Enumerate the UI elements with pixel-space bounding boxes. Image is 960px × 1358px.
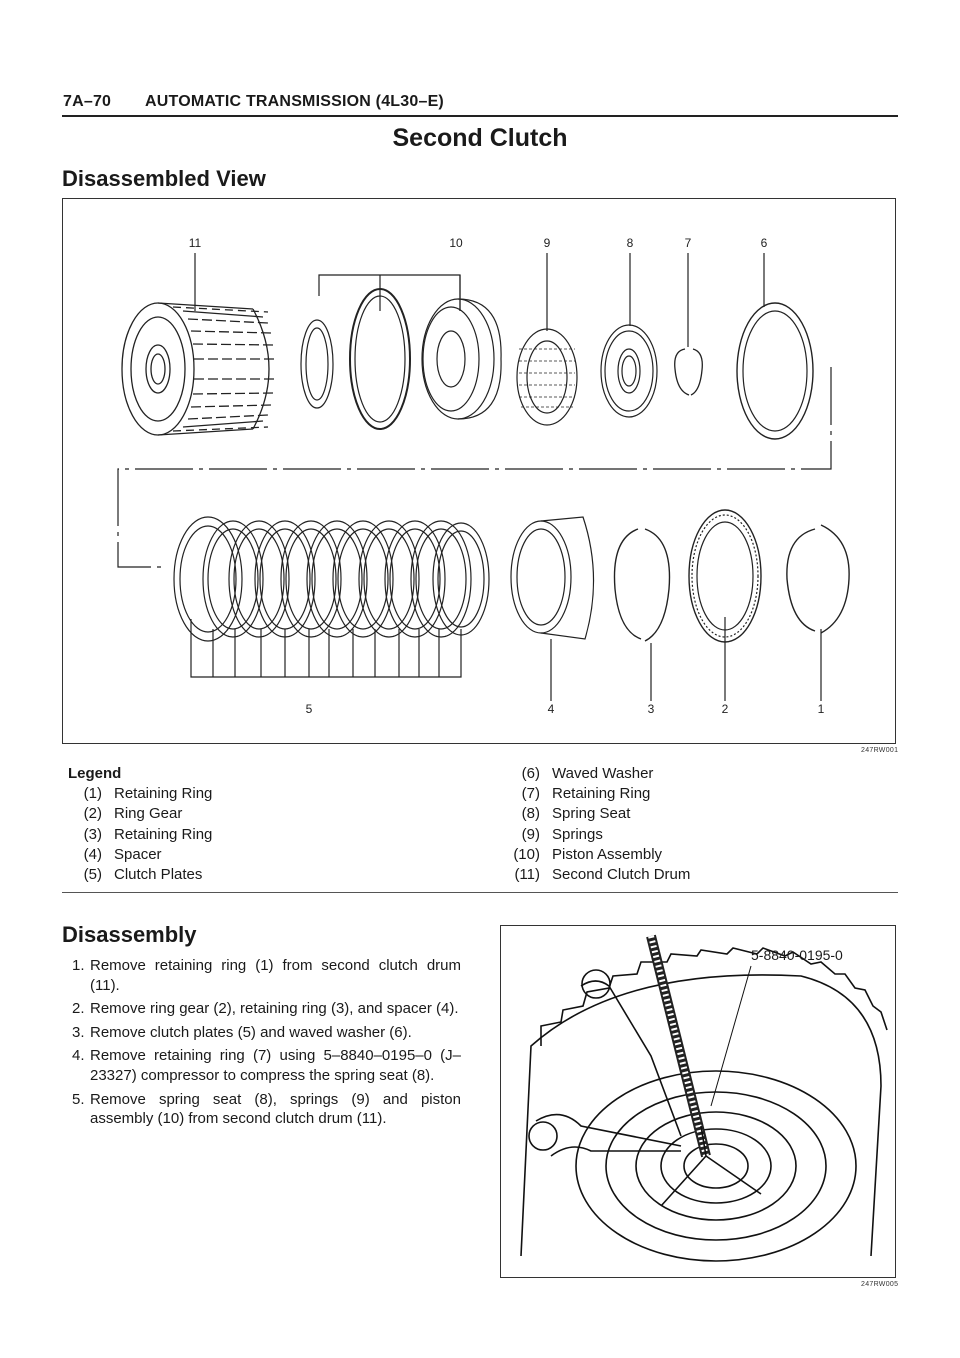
callout-10: 10	[449, 236, 463, 250]
callout-3: 3	[648, 702, 655, 716]
step-item: 3.Remove clutch plates (5) and waved was…	[72, 1023, 412, 1041]
legend-item: (10)Piston Assembly	[513, 845, 663, 863]
figure-code: 247RW001	[861, 747, 899, 754]
legend-right: (6)Waved Washer (7)Retaining Ring (8)Spr…	[498, 764, 690, 885]
callout-1: 1	[818, 702, 825, 716]
legend-item: (4)Spacer	[83, 845, 162, 863]
compressor-tool-figure: 5-8840-0195-0	[500, 925, 896, 1278]
page-title: Second Clutch	[392, 124, 568, 152]
disassembly-heading: Disassembly	[62, 922, 197, 947]
legend-item: (1)Retaining Ring	[83, 785, 213, 803]
legend-item: (7)Retaining Ring	[521, 785, 651, 803]
callout-2: 2	[722, 702, 729, 716]
legend-item: (3)Retaining Ring	[83, 825, 213, 843]
legend-rule	[62, 892, 898, 893]
step-item: 1.Remove retaining ring (1) from second …	[72, 957, 461, 994]
callout-4: 4	[548, 702, 555, 716]
legend-item: (9)Springs	[521, 825, 603, 843]
legend-left: Legend (1)Retaining Ring (2)Ring Gear (3…	[68, 764, 212, 885]
step-item: 5.Remove spring seat (8), springs (9) an…	[72, 1090, 461, 1128]
disassembly-steps: 1.Remove retaining ring (1) from second …	[72, 956, 461, 1133]
page-header: 7A–70 AUTOMATIC TRANSMISSION (4L30–E)	[63, 93, 444, 111]
exploded-view-figure: 11 10 9 8 7 6 5 4 3 2 1	[62, 198, 896, 744]
step-item: 2.Remove ring gear (2), retaining ring (…	[72, 1000, 459, 1018]
tool-part-number: 5-8840-0195-0	[751, 947, 843, 963]
photo-figure-code: 247RW005	[861, 1281, 899, 1288]
step-item: 4.Remove retaining ring (7) using 5–8840…	[72, 1047, 461, 1084]
legend-item: (2)Ring Gear	[83, 805, 183, 823]
callout-9: 9	[544, 236, 551, 250]
disassembled-view-heading: Disassembled View	[62, 166, 266, 191]
legend-item: (8)Spring Seat	[521, 805, 631, 823]
callout-8: 8	[627, 236, 634, 250]
callout-11: 11	[189, 236, 202, 250]
exploded-view-illustration: 11 10 9 8 7 6 5 4 3 2 1	[117, 236, 850, 716]
legend-item: (5)Clutch Plates	[83, 866, 203, 884]
callout-7: 7	[685, 236, 692, 250]
header-rule	[62, 115, 898, 117]
section-title: AUTOMATIC TRANSMISSION (4L30–E)	[145, 93, 444, 110]
callout-6: 6	[761, 236, 768, 250]
compressor-illustration	[520, 934, 888, 1262]
legend-item: (11)Second Clutch Drum	[514, 866, 691, 884]
callout-5: 5	[306, 702, 313, 716]
legend-item: (6)Waved Washer	[521, 765, 654, 782]
page-number: 7A–70	[63, 93, 112, 110]
legend-heading: Legend	[68, 765, 122, 782]
